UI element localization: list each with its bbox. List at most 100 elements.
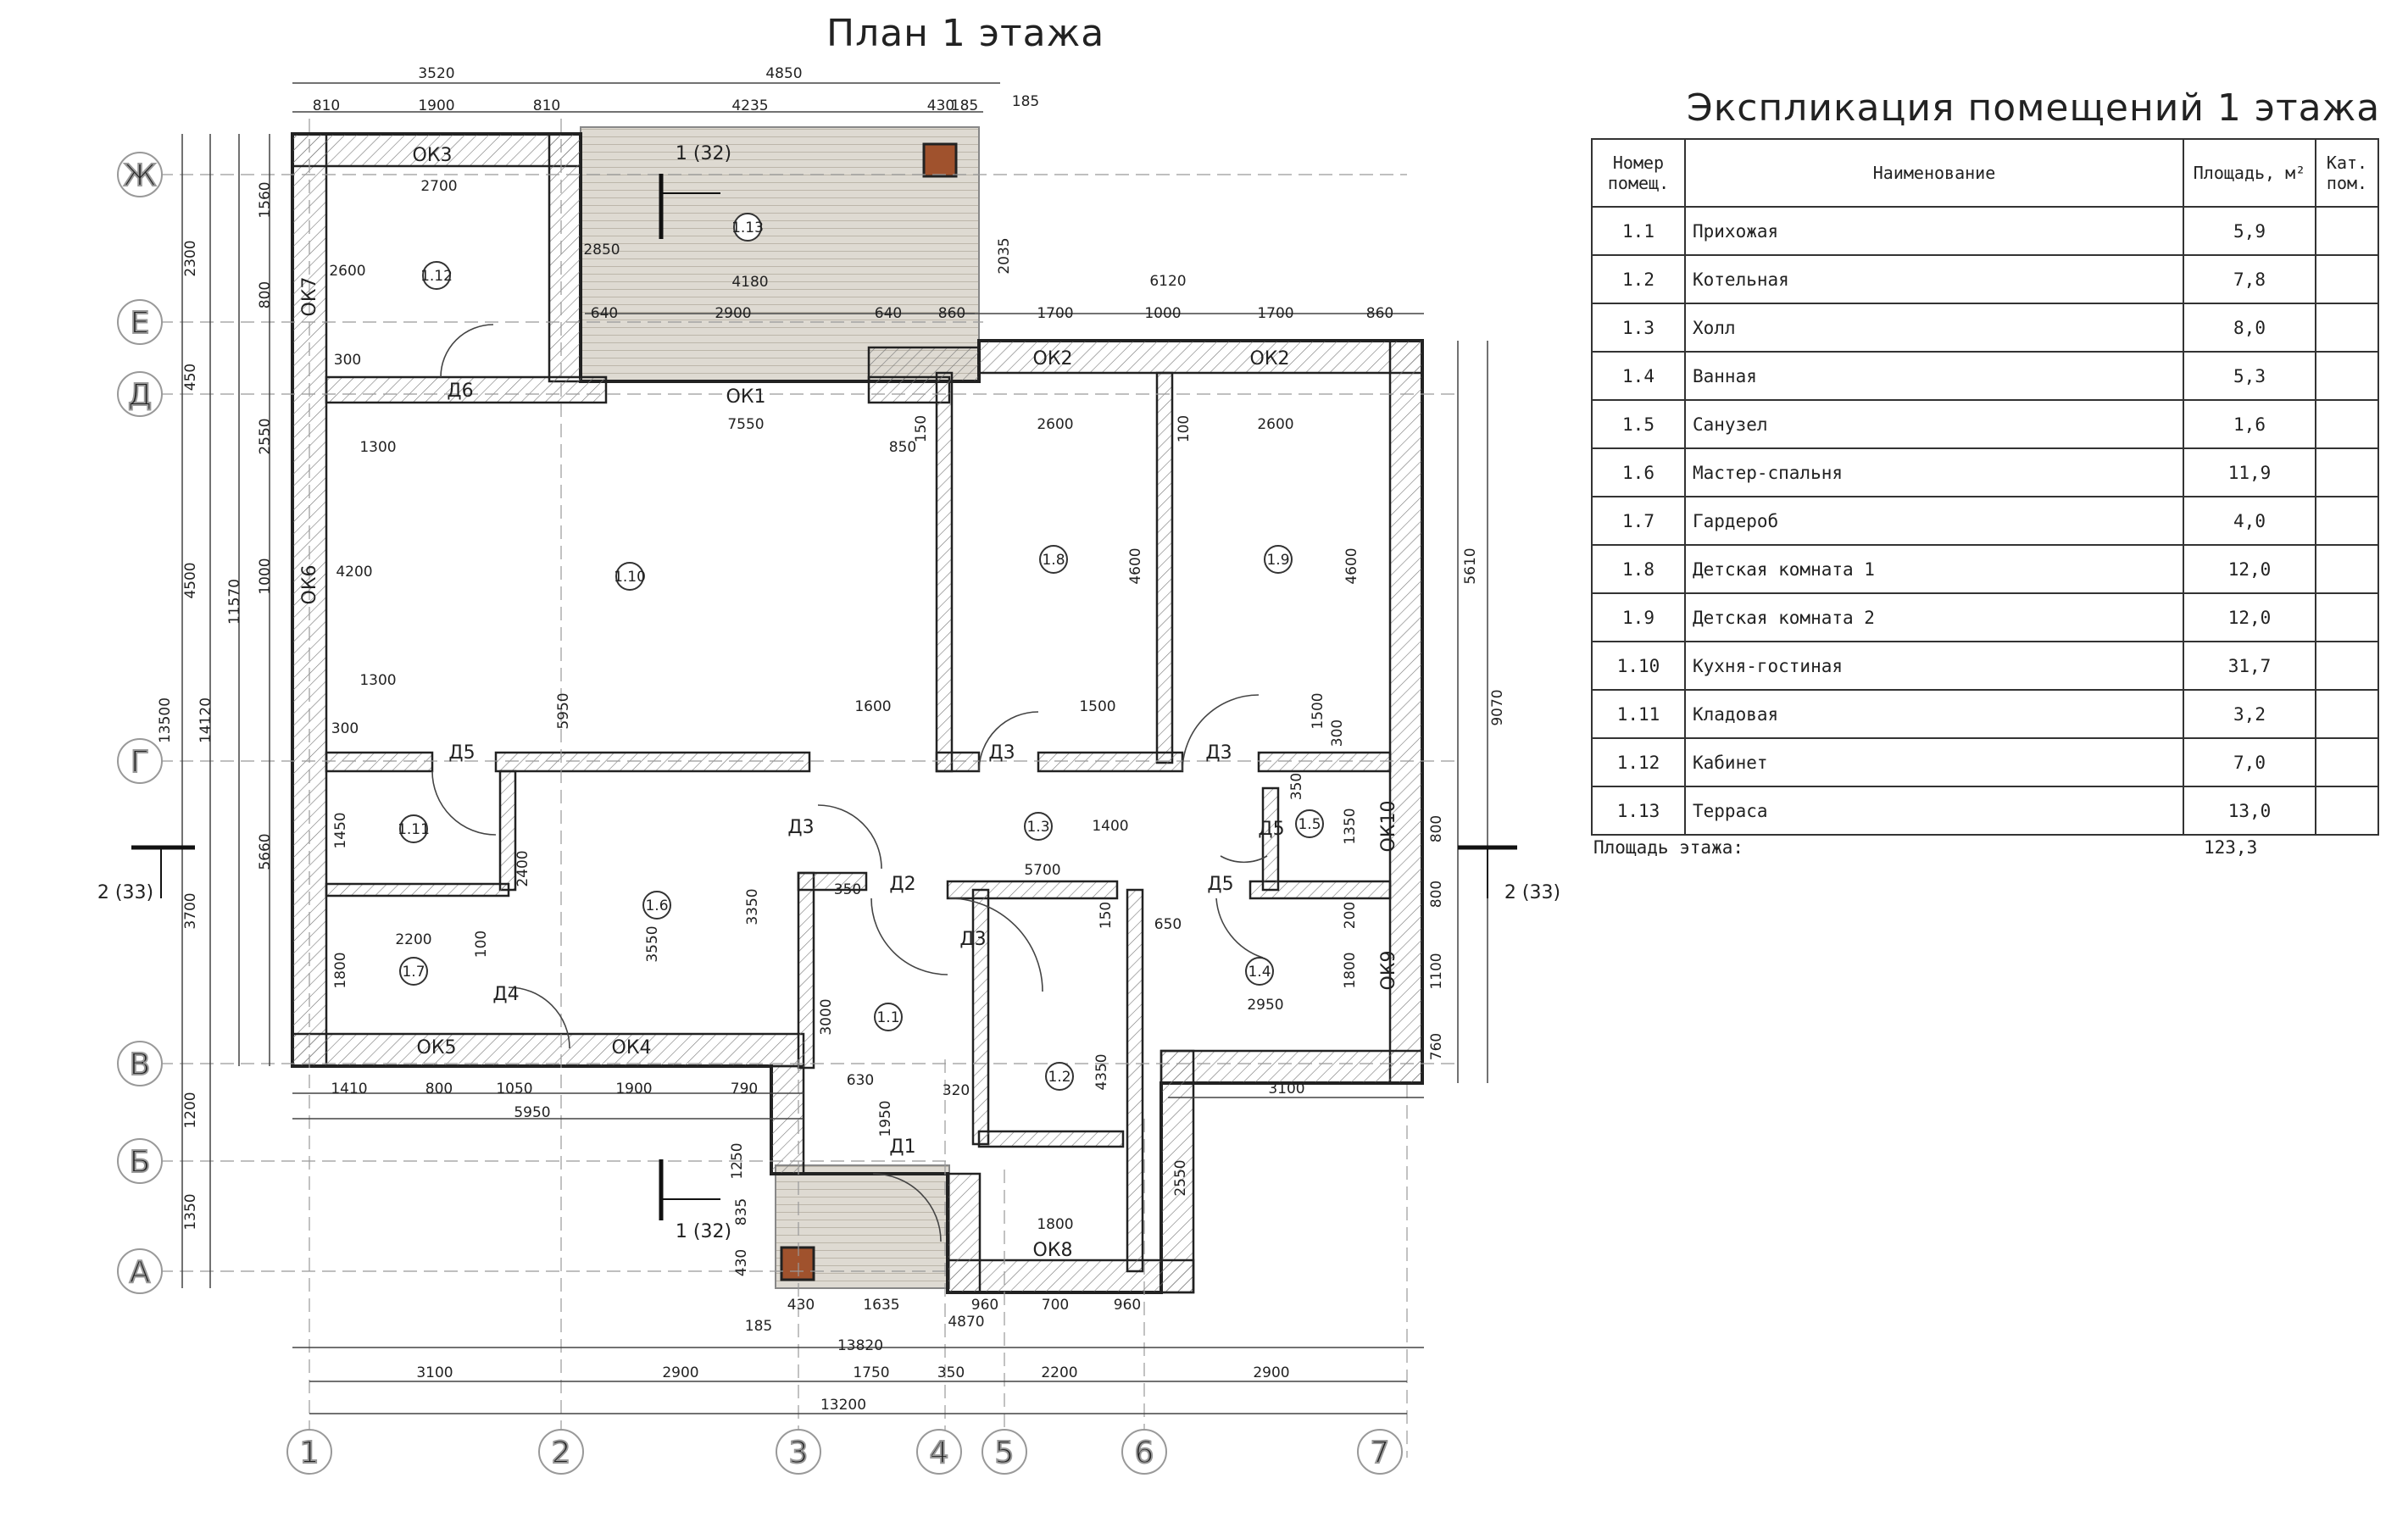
door-label: Д3 [1205,742,1232,764]
axis-label: 6 [1135,1436,1154,1470]
section-mark-label: 1 (32) [676,143,731,164]
dimension-label: 5660 [257,833,274,870]
window-label: ОК2 [1033,348,1073,370]
dimension-label: 2900 [662,1364,698,1381]
dimension-label: 5950 [555,692,572,729]
door-label: Д4 [492,984,519,1005]
dimension-label: 2035 [996,237,1013,274]
axis-marker-row-4 [117,1041,163,1086]
dimension-label: 3100 [416,1364,453,1381]
room-area: 31,7 [2183,641,2316,691]
dimension-label: 5610 [1462,547,1479,584]
dimension-label: 1750 [853,1364,889,1381]
dimension-label: 1635 [863,1297,899,1314]
door-label: Д6 [447,381,473,402]
room-tag-circle [399,814,428,843]
axis-marker-row-3 [117,738,163,784]
room-area: 7,0 [2183,737,2316,787]
dimension-label: 4180 [731,274,768,291]
dimension-label: 2600 [329,263,365,280]
axis-label: 3 [789,1436,809,1470]
dimension-label: 4870 [948,1314,984,1331]
dimension-label: 1050 [496,1081,532,1097]
room-area: 13,0 [2183,786,2316,836]
dimension-label: 760 [1428,1033,1445,1060]
dimension-label: 150 [913,415,930,442]
room-number: 1.3 [1591,303,1686,353]
section-arrows [160,192,1488,1200]
dimension-label: 5700 [1024,862,1060,879]
room-category [2315,544,2379,594]
room-tag-label: 1.3 [1026,819,1049,836]
room-tag-label: 1.5 [1298,816,1321,833]
dimension-label: 4600 [1343,547,1360,584]
dimension-label: 3100 [1268,1081,1304,1097]
dimension-label: 1700 [1037,305,1073,322]
room-number: 1.11 [1591,689,1686,739]
dimension-label: 13500 [157,697,174,743]
window-label: ОК6 [299,565,320,605]
room-tag-circle [399,957,428,986]
dimension-label: 860 [938,305,965,322]
dimension-label: 700 [1042,1297,1069,1314]
dimension-label: 150 [1098,902,1115,929]
room-tag-label: 1.8 [1042,552,1065,569]
door-label: Д3 [959,929,986,950]
room-name: Детская комната 1 [1684,544,2184,594]
dimension-label: 810 [533,97,560,114]
dimension-label: 450 [182,364,199,391]
dimension-label: 1300 [359,672,396,689]
room-area: 11,9 [2183,447,2316,497]
dimension-label: 3550 [644,925,661,962]
axis-marker-row-1 [117,299,163,345]
section-mark-label: 2 (33) [97,882,153,903]
dimension-label: 1000 [257,558,274,594]
dimension-label: 810 [313,97,340,114]
dimension-label: 9070 [1489,689,1506,725]
dimension-label: 1400 [1092,818,1128,835]
dimension-label: 185 [951,97,978,114]
floor-area-label: Площадь этажа: [1593,837,1744,858]
dimension-label: 2200 [1041,1364,1077,1381]
dimension-label: 1800 [1037,1216,1073,1233]
dimension-label: 1350 [182,1193,199,1230]
dimension-label: 3350 [744,888,761,925]
room-name: Котельная [1684,254,2184,304]
dimension-label: 3000 [818,998,835,1035]
room-number: 1.8 [1591,544,1686,594]
dimension-label: 800 [425,1081,453,1097]
window-label: ОК2 [1250,348,1290,370]
room-category [2315,206,2379,256]
dimension-label: 430 [927,97,954,114]
dimension-label: 1450 [332,812,349,848]
dimension-label: 2400 [514,850,531,886]
axis-marker-1 [286,1429,332,1475]
dimension-label: 1350 [1342,808,1359,844]
interior-walls [325,371,1392,1273]
dimension-label: 2550 [1172,1159,1189,1196]
room-number: 1.12 [1591,737,1686,787]
dimension-label: 3700 [182,892,199,929]
axis-marker-2 [538,1429,584,1475]
dimension-label: 2600 [1037,416,1073,433]
room-category [2315,641,2379,691]
dimension-label: 3520 [418,65,454,82]
room-area: 5,9 [2183,206,2316,256]
dimension-label: 320 [943,1082,970,1099]
plan-title: План 1 этажа [826,12,1105,55]
room-category [2315,496,2379,546]
room-tag-circle [1245,957,1274,986]
header-area: Площадь, м² [2183,138,2316,208]
